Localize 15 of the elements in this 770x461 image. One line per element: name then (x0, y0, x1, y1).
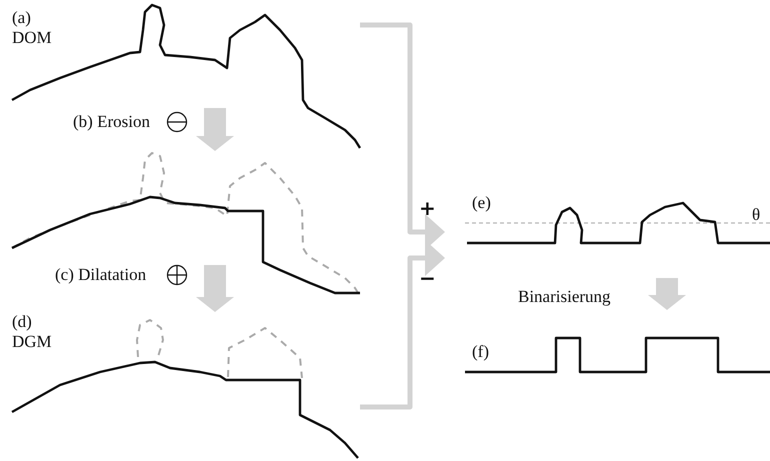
block-arrow (196, 265, 234, 312)
panel-label: DOM (12, 28, 52, 48)
edge-label: Binarisierung (518, 287, 611, 307)
edge-label: (c) Dilatation (55, 265, 146, 285)
sign-label: − (419, 268, 436, 288)
panel-label: θ (752, 205, 760, 225)
edge-label: (b) Erosion (73, 112, 150, 132)
block-arrow (196, 108, 234, 151)
panel-label: (a) (12, 8, 31, 28)
panel-label: DGM (12, 332, 52, 352)
sign-label: + (419, 198, 436, 218)
panel-label: (f) (472, 342, 489, 362)
panel-label: (e) (472, 193, 491, 213)
block-arrow (648, 278, 686, 310)
panel-label: (d) (12, 312, 32, 332)
